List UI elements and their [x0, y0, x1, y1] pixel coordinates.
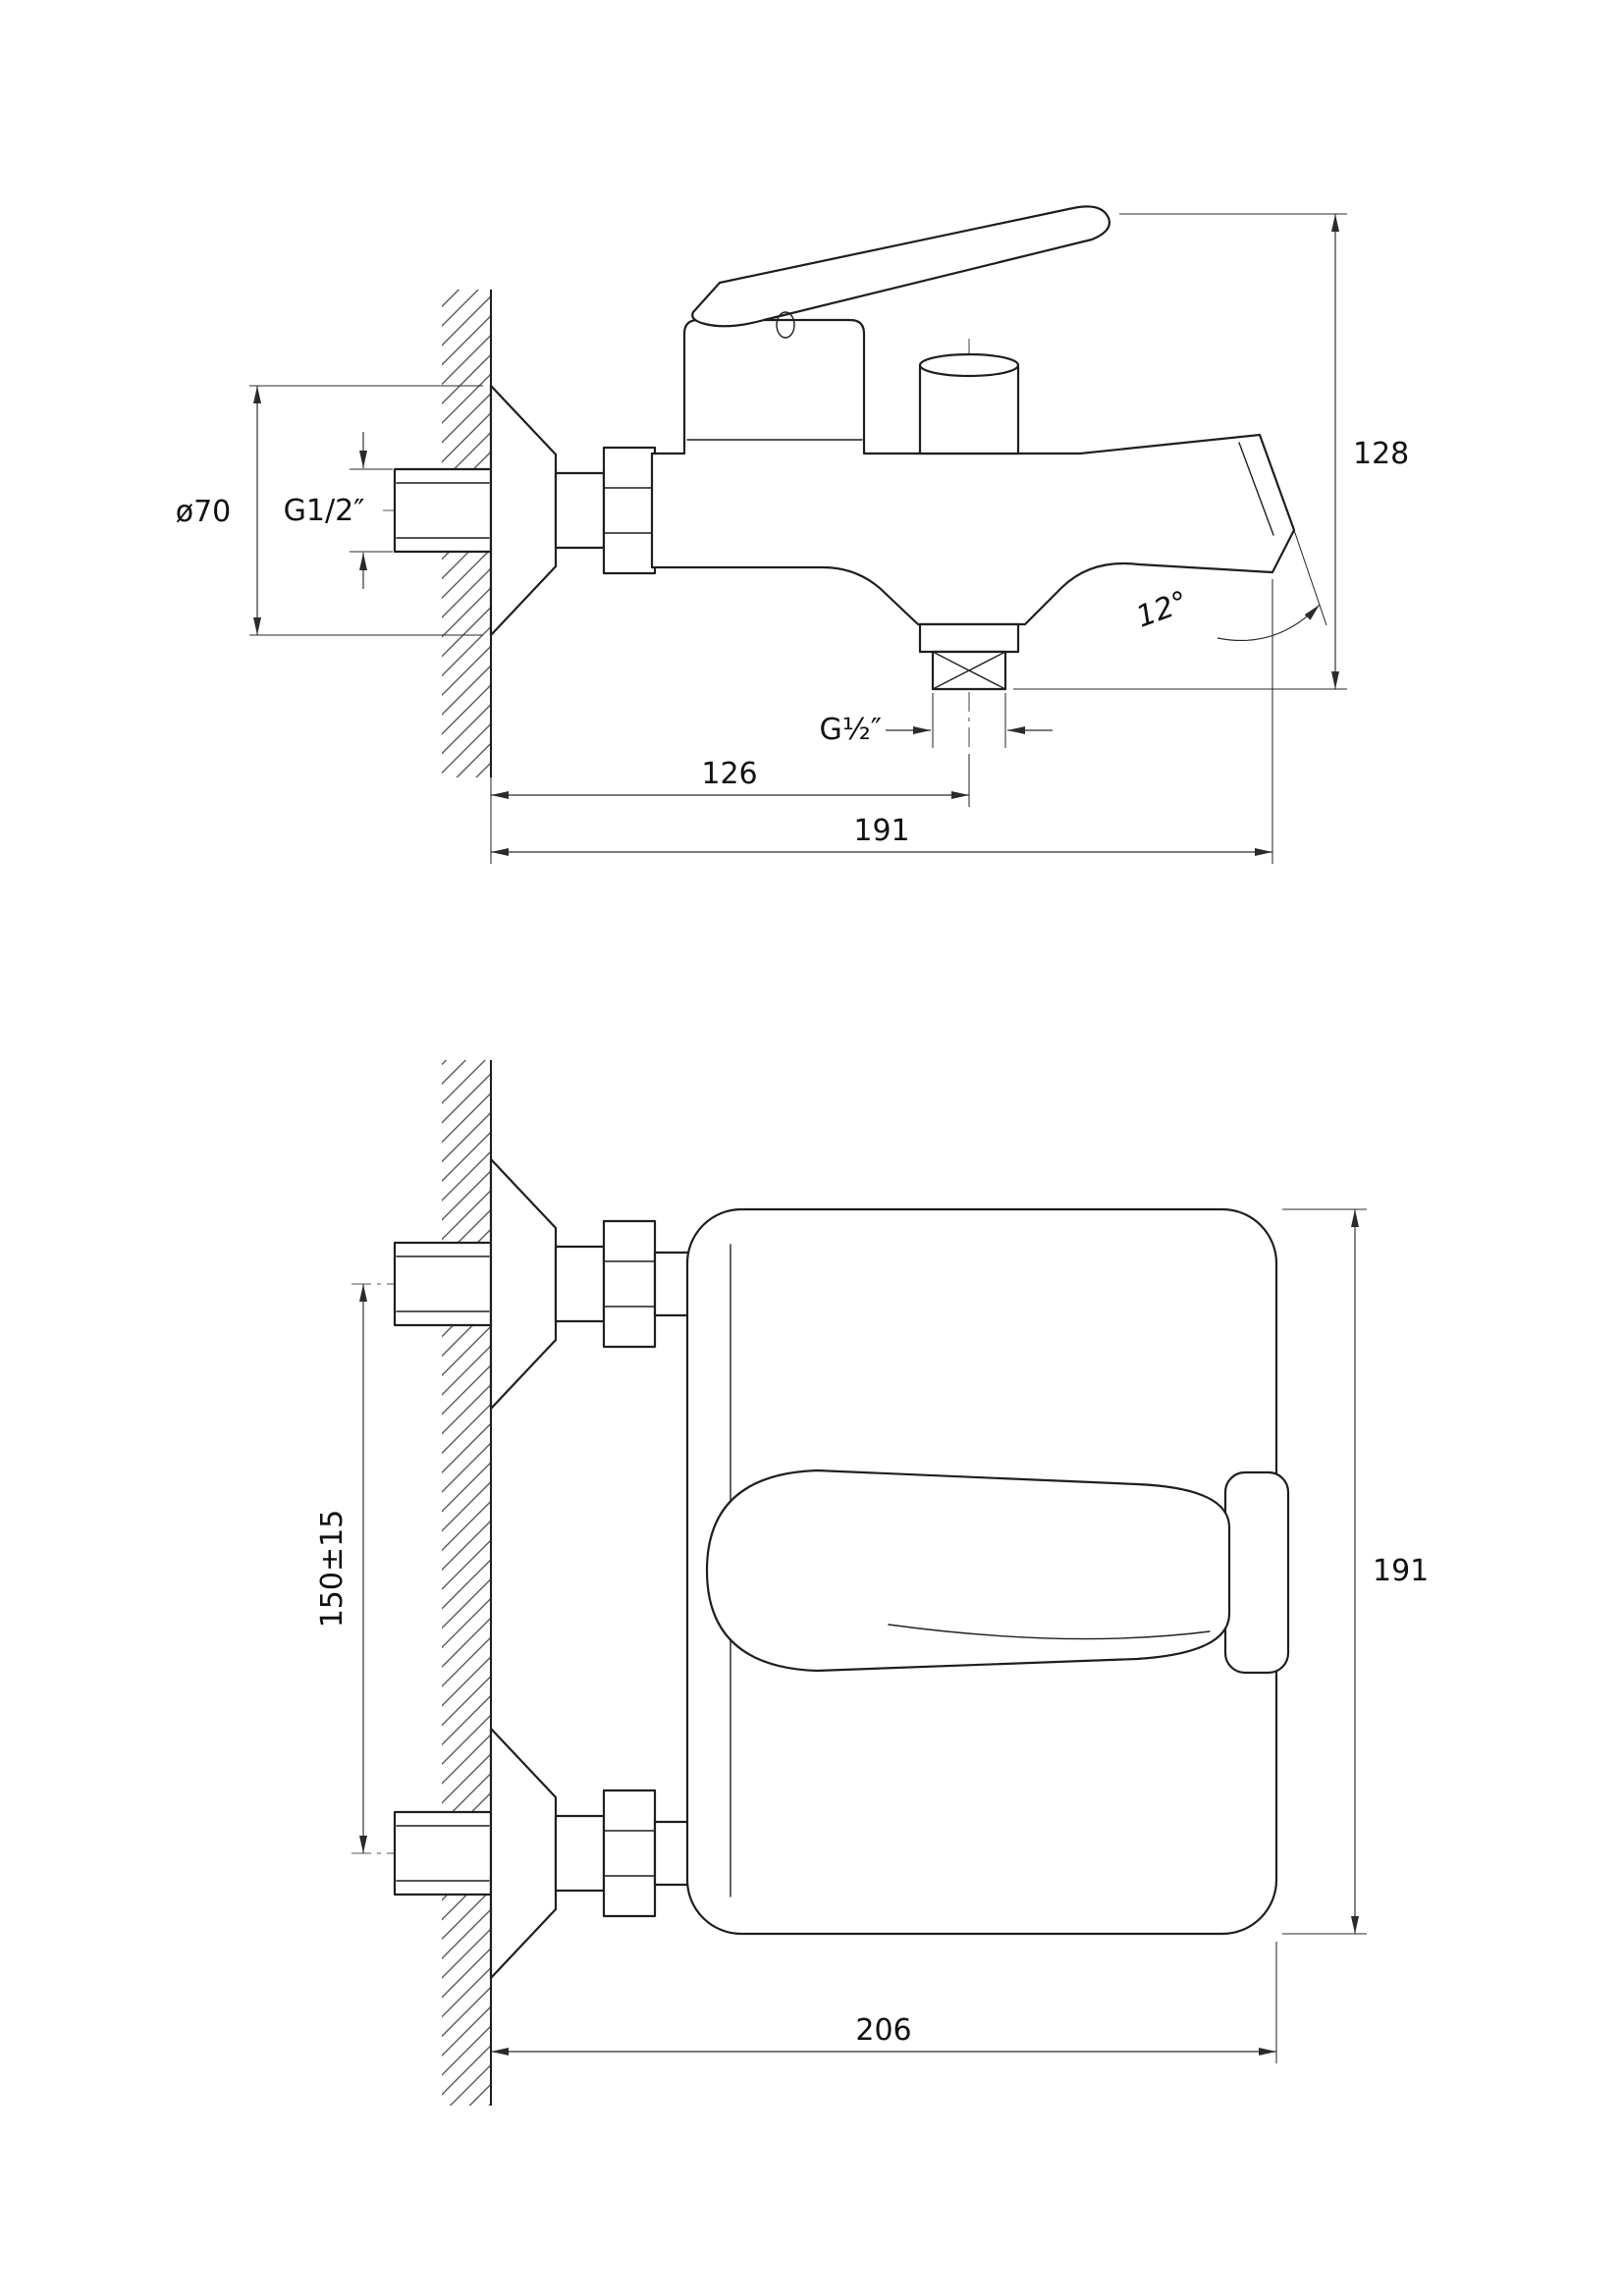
connector-pipe	[554, 471, 606, 550]
wall-section-front	[442, 1060, 493, 2106]
side-view: ø70 G1/2″ 128 12° G½″	[176, 205, 1409, 864]
lower-escutcheon	[489, 1727, 558, 1980]
upper-body-stub	[653, 1251, 694, 1317]
lower-body-stub	[653, 1820, 694, 1887]
lever-handle	[691, 205, 1110, 328]
spout-angle-label: 12°	[1132, 585, 1193, 635]
dim-body-width: 206	[491, 1942, 1277, 2063]
dim-inlet-thread: G1/2″	[284, 432, 393, 589]
escutcheon	[489, 384, 558, 637]
spout-end	[1223, 1470, 1290, 1675]
outlet-reach-label: 126	[701, 757, 757, 791]
hex-nut	[602, 446, 657, 575]
spout-nozzle-inner-line	[1238, 442, 1274, 536]
front-view: 150±15 191 206	[315, 1060, 1429, 2106]
dim-outlet-reach: 126	[490, 754, 970, 864]
overall-height-label: 128	[1353, 437, 1409, 471]
faucet-body	[650, 318, 1296, 626]
inlet-thread-label: G1/2″	[284, 494, 365, 528]
inlet-nipple	[393, 467, 493, 554]
overall-reach-label: 191	[853, 814, 909, 848]
handle-pivot	[776, 311, 795, 339]
dim-outlet-thread: G½″	[819, 693, 1053, 748]
lower-connector-pipe	[554, 1814, 606, 1893]
body-width-label: 206	[855, 2013, 911, 2048]
diverter-knob	[918, 352, 1020, 455]
handle-inner-line	[888, 1624, 1211, 1640]
lower-inlet-nipple	[393, 1810, 493, 1896]
lever-handle-front	[705, 1468, 1231, 1673]
inlet-spacing-label: 150±15	[315, 1510, 350, 1629]
lower-hex-nut	[602, 1789, 657, 1918]
dim-overall-reach: 191	[491, 579, 1273, 864]
shower-outlet	[918, 622, 1020, 691]
body-height-label: 191	[1373, 1554, 1429, 1588]
dim-overall-height: 128	[1013, 213, 1409, 690]
dim-inlet-spacing: 150±15	[315, 1284, 367, 1853]
dim-flange-diameter: ø70	[176, 385, 483, 636]
upper-escutcheon	[489, 1157, 558, 1411]
outlet-thread-label: G½″	[819, 713, 882, 747]
upper-hex-nut	[602, 1219, 657, 1349]
upper-inlet-nipple	[393, 1241, 493, 1327]
dim-body-height: 191	[1282, 1208, 1429, 1935]
upper-connector-pipe	[554, 1245, 606, 1323]
wall-hatch-front	[442, 1060, 491, 2106]
flange-diameter-label: ø70	[176, 495, 232, 529]
